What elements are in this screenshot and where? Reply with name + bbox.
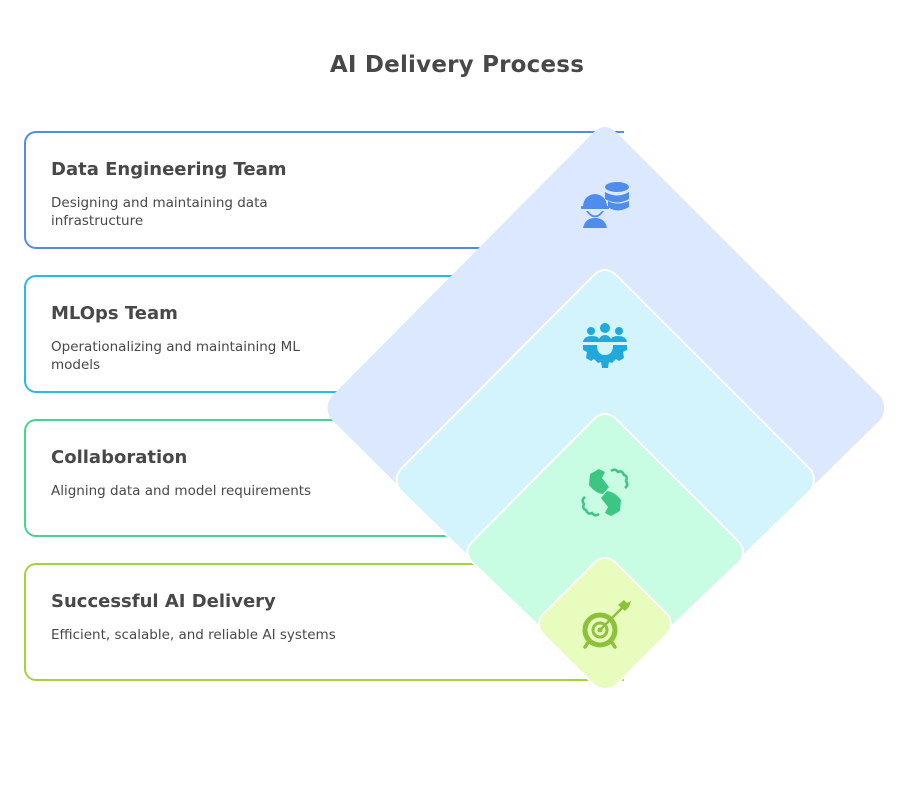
layer-title: MLOps Team	[51, 303, 178, 324]
layer-description: Operationalizing and maintaining ML mode…	[51, 339, 300, 373]
layer-description: Efficient, scalable, and reliable AI sys…	[51, 627, 336, 643]
target-dart-icon	[582, 600, 631, 649]
layer-title: Collaboration	[51, 447, 188, 468]
page-title: AI Delivery Process	[329, 52, 585, 78]
layer-description: Aligning data and model requirements	[51, 483, 312, 499]
team-gear-icon	[583, 323, 627, 368]
handshake-gear-icon	[581, 468, 629, 517]
layer-title: Successful AI Delivery	[51, 591, 276, 612]
layer-title: Data Engineering Team	[51, 159, 287, 180]
engineer-database-icon	[581, 182, 629, 228]
layer-description: Designing and maintaining data infrastru…	[51, 195, 268, 229]
